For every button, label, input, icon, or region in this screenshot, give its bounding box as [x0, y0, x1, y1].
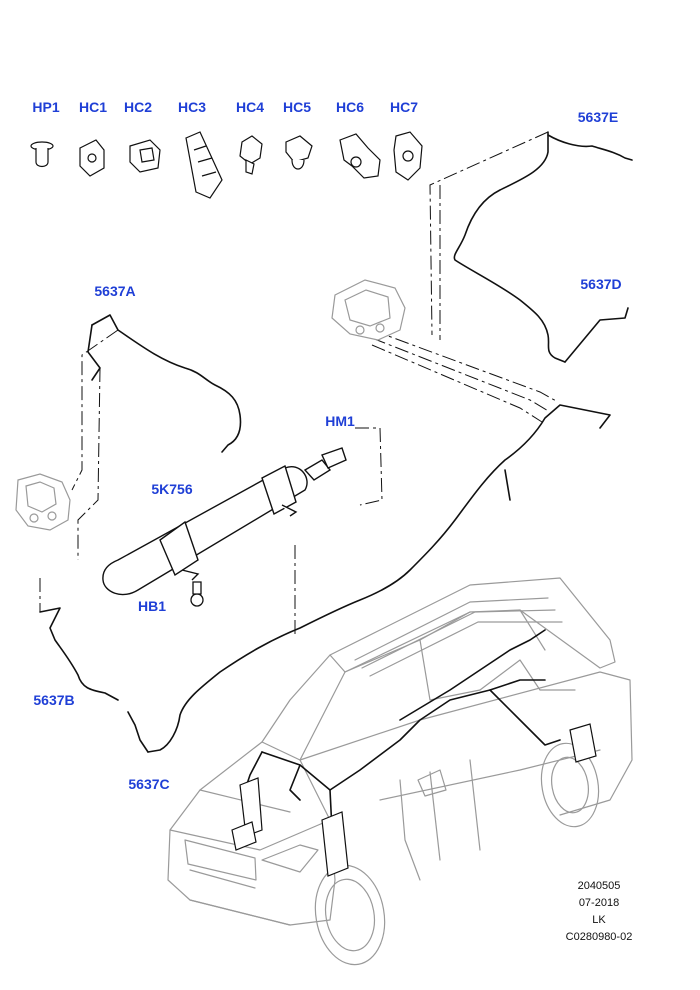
- air-lines: [39, 131, 633, 831]
- callout-5637b: 5637B: [33, 692, 75, 708]
- callout-5637e: 5637E: [577, 109, 619, 125]
- front-air-strut: [231, 777, 263, 851]
- clip-hc6: [339, 133, 381, 179]
- callout-hc4: HC4: [235, 99, 265, 115]
- callout-hc6: HC6: [335, 99, 365, 115]
- air-reservoir: [102, 447, 347, 596]
- valve-block-front: [15, 473, 71, 531]
- rear-air-strut: [321, 811, 349, 877]
- callout-5k756: 5K756: [151, 481, 193, 497]
- callout-5637c: 5637C: [128, 776, 170, 792]
- illustration-number: 2040505: [577, 880, 621, 892]
- clip-hc7: [393, 131, 423, 181]
- callout-hc3: HC3: [177, 99, 207, 115]
- valve-block-rear: [331, 279, 406, 341]
- leader-lines: [39, 131, 559, 635]
- drawing-date: 07-2018: [578, 897, 620, 909]
- callout-5637d: 5637D: [580, 276, 622, 292]
- drawing-reference: 2040505 07-2018 LK C0280980-02: [560, 878, 638, 946]
- clip-hc3: [185, 131, 223, 199]
- callout-hm1: HM1: [325, 413, 355, 429]
- clip-hc5: [285, 135, 313, 170]
- bolt-hb1: [190, 581, 204, 607]
- vehicle-outline: [167, 577, 633, 966]
- clip-hc4: [239, 135, 263, 175]
- clip-hc2: [129, 139, 161, 173]
- clip-hp1: [30, 141, 54, 168]
- rear-damper: [569, 723, 597, 763]
- callout-hc7: HC7: [389, 99, 419, 115]
- clip-hc1: [79, 139, 105, 177]
- drawing-initials: LK: [592, 914, 606, 926]
- callout-hc1: HC1: [78, 99, 108, 115]
- callout-hp1: HP1: [32, 99, 60, 115]
- drawing-code: C0280980-02: [565, 931, 633, 943]
- callout-5637a: 5637A: [94, 283, 136, 299]
- callout-hc2: HC2: [123, 99, 153, 115]
- callout-hb1: HB1: [137, 598, 167, 614]
- callout-hc5: HC5: [282, 99, 312, 115]
